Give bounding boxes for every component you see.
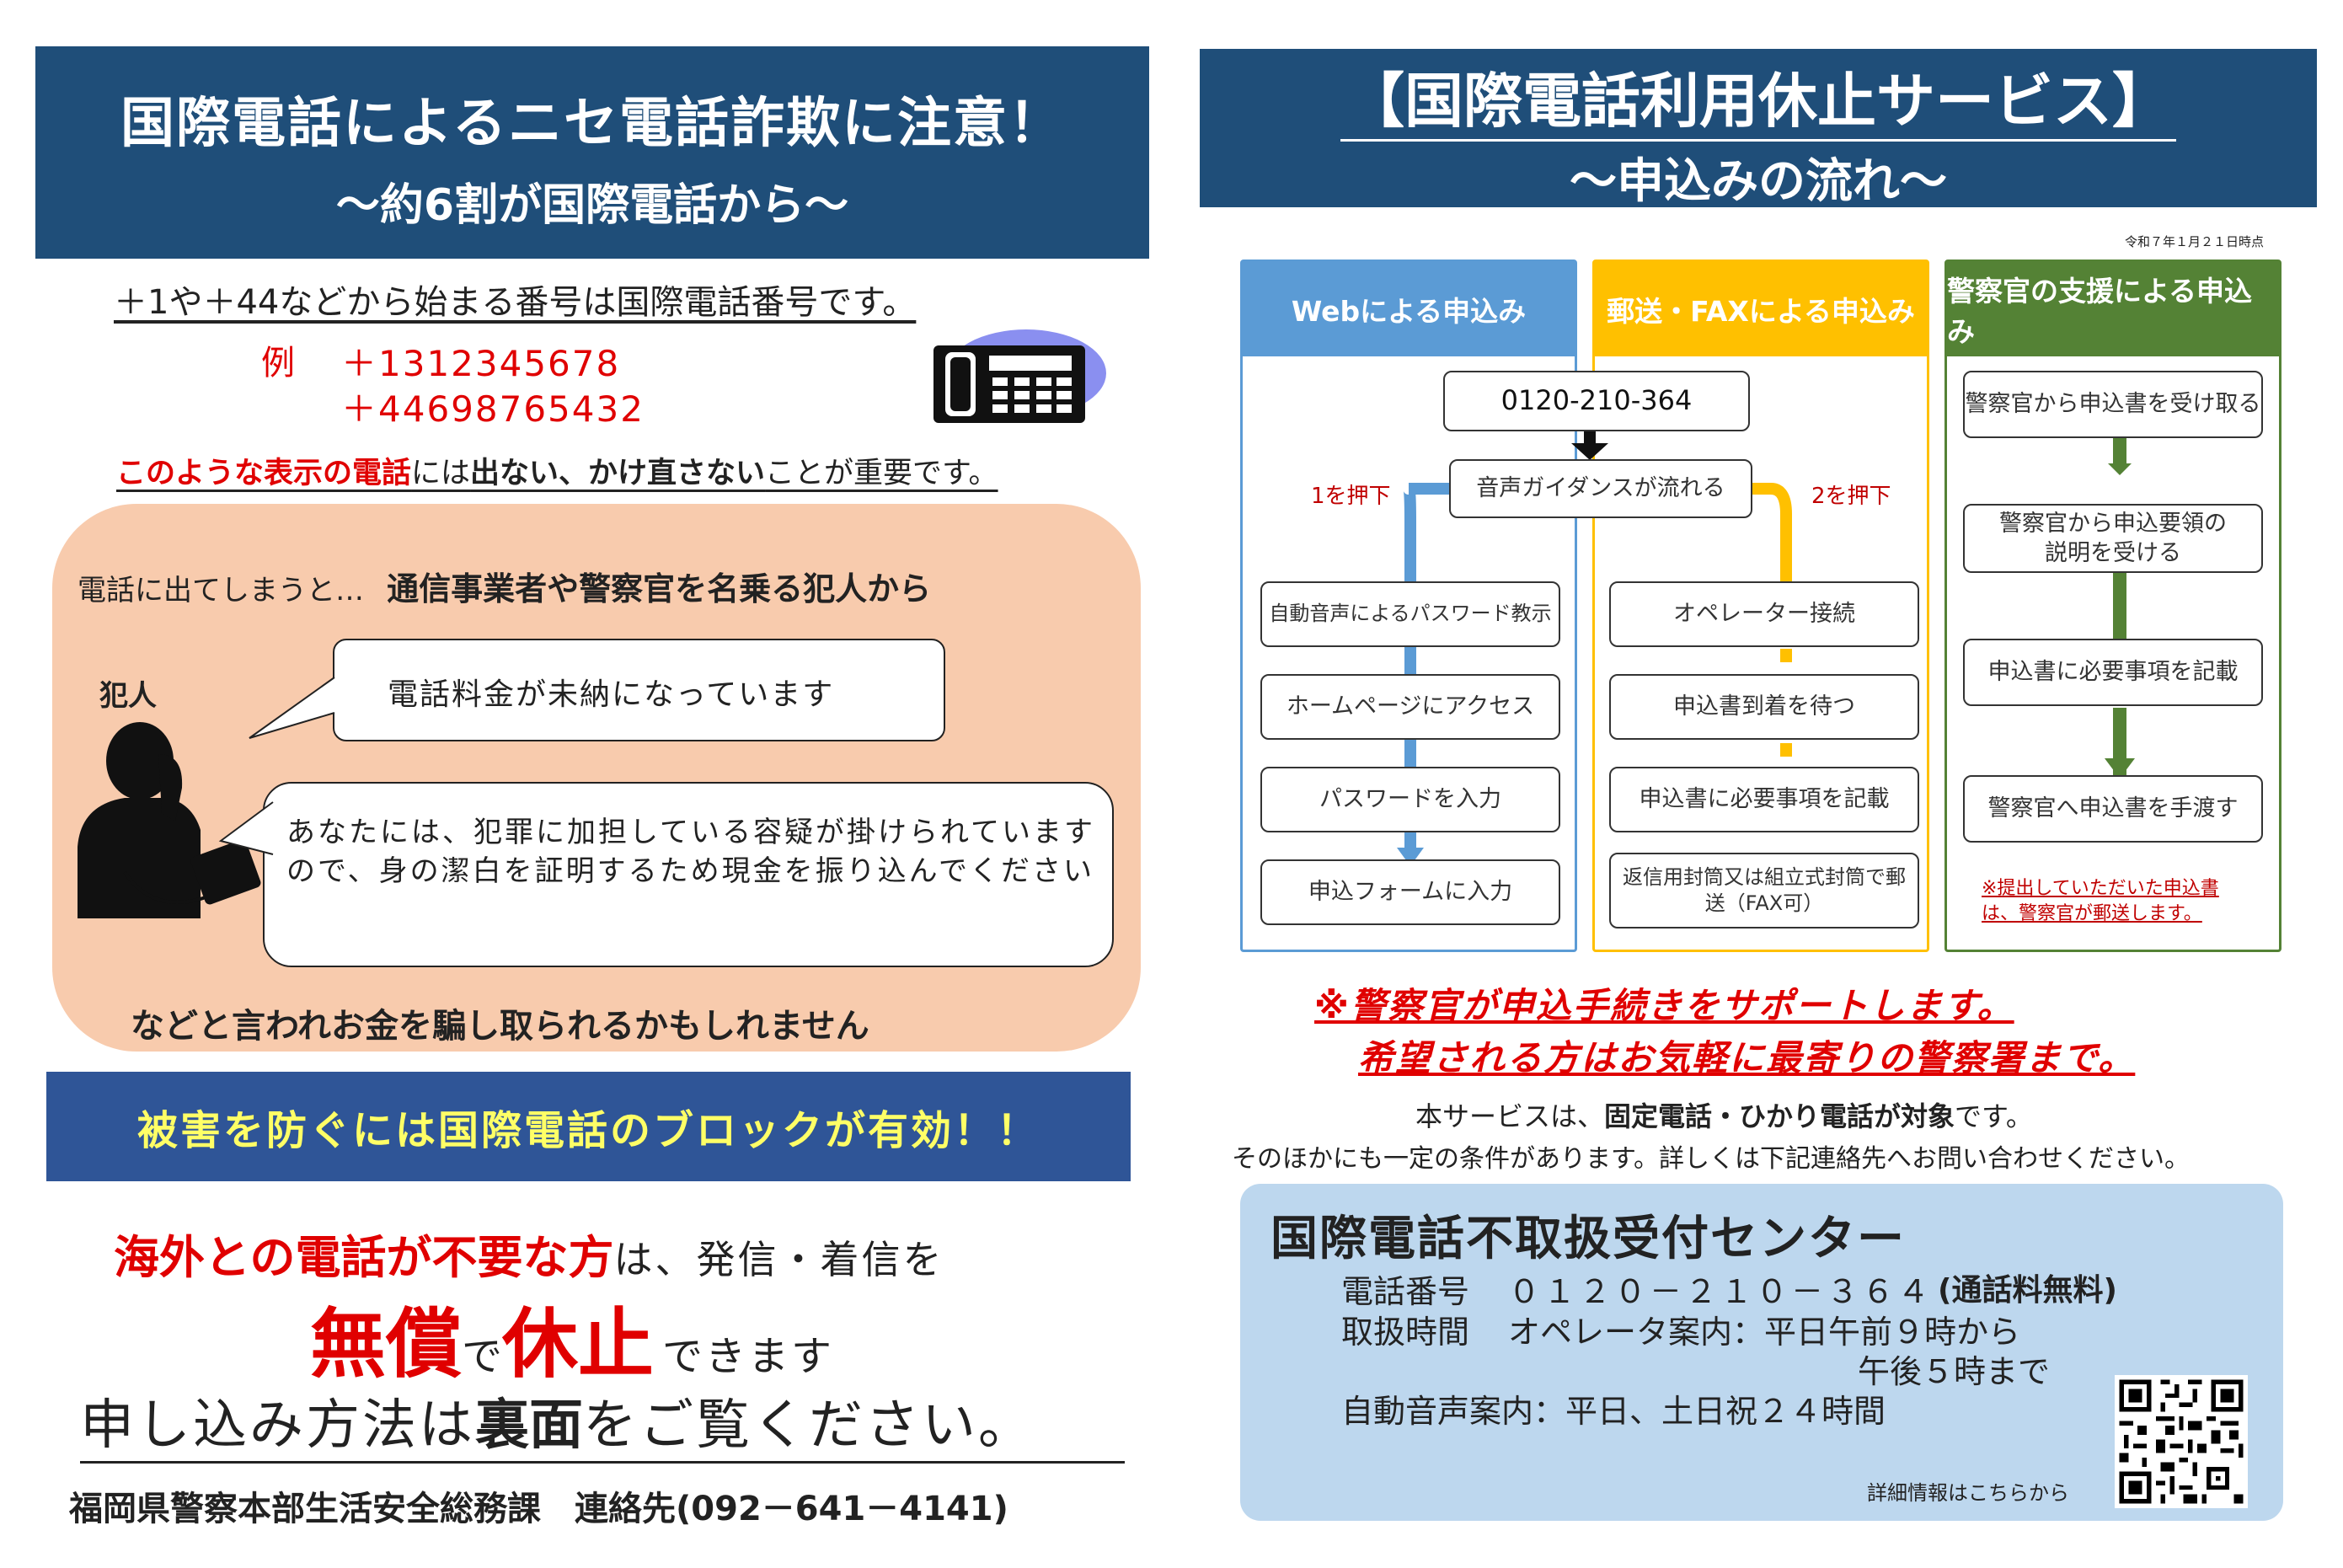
target-bold: 固定電話・ひかり電話が対象 — [1604, 1100, 1955, 1132]
warning-line: このような表示の電話には出ない、かけ直さないことが重要です。 — [116, 449, 998, 492]
scenario-lead-bold: 通信事業者や警察官を名乗る犯人から — [387, 570, 932, 607]
example-number-2: ＋44698765432 — [341, 388, 645, 430]
target-text-1: 本サービスは、 — [1415, 1100, 1605, 1132]
scenario-ending: などと言われお金を騙し取られるかもしれません — [131, 1007, 869, 1046]
see-back-text-2: をご覧ください。 — [583, 1394, 1035, 1457]
hours-operator: オペレータ案内：平日午前９時から — [1508, 1314, 2021, 1351]
column-police-title: 警察官の支援による申込み — [1947, 275, 2253, 348]
web-step-3: パスワードを入力 — [1260, 767, 1560, 832]
free-big-muryo: 無償 — [310, 1300, 462, 1389]
right-title: 【国際電話利用休止サービス】 — [1340, 54, 2176, 142]
right-subtitle: ～申込みの流れ～ — [1570, 154, 1947, 209]
mail-step-4: 返信用封筒又は組立式封筒で郵送（FAX可） — [1609, 853, 1919, 928]
scenario-lead: 電話に出てしまうと… 通信事業者や警察官を名乗る犯人から — [78, 563, 931, 609]
police-step-2: 警察官から申込要領の説明を受ける — [1963, 504, 2263, 573]
condition-line: そのほかにも一定の条件があります。詳しくは下記連絡先へお問い合わせください。 — [1232, 1144, 2190, 1174]
intro-text: ＋1や＋44などから始まる番号は国際電話番号です。 — [114, 283, 917, 322]
warning-end-text: ことが重要です。 — [765, 457, 998, 490]
column-police: 警察官の支援による申込み — [1944, 260, 2281, 952]
warning-bold-text: 出ない、かけ直さない — [470, 457, 766, 490]
flow-guidance-box: 音声ガイダンスが流れる — [1449, 459, 1752, 518]
see-back-bold: 裏面 — [475, 1394, 583, 1457]
right-header: 【国際電話利用休止サービス】 ～申込みの流れ～ — [1200, 49, 2317, 209]
date-note: 令和７年１月２１日時点 — [2125, 234, 2265, 249]
column-web-title: Webによる申込み — [1291, 295, 1527, 328]
tel-label: 電話番号 — [1341, 1273, 1470, 1310]
left-footer: 福岡県警察本部生活安全総務課 連絡先(092－641－4141) — [69, 1490, 1008, 1528]
center-info-box — [1240, 1184, 2283, 1521]
web-step-1: 自動音声によるパスワード教示 — [1260, 581, 1560, 647]
warning-mid-text: には — [411, 457, 471, 490]
target-text-2: です。 — [1955, 1100, 2033, 1132]
left-title: 国際電話によるニセ電話詐欺に注意！ — [120, 93, 1065, 155]
telephone-icon — [917, 327, 1110, 428]
see-back-line: 申し込み方法は裏面をご覧ください。 — [80, 1382, 1125, 1464]
criminal-silhouette-icon — [74, 720, 261, 918]
left-header: 国際電話によるニセ電話詐欺に注意！ ～約6割が国際電話から～ — [35, 46, 1149, 259]
hours-operator-2: 午後５時まで — [1858, 1353, 2051, 1390]
free-suspend-line: 海外との電話が不要な方は、発信・着信を — [114, 1220, 944, 1287]
qr-caption: 詳細情報はこちらから — [1867, 1481, 2069, 1505]
speech-bubble-1-text: 電話料金が未納になっています — [388, 677, 835, 712]
block-banner: 被害を防ぐには国際電話のブロックが有効！！ — [46, 1072, 1131, 1181]
column-mail-title: 郵送・FAXによる申込み — [1607, 295, 1915, 328]
support-note-1: ※警察官が申込手続きをサポートします。 — [1314, 985, 2014, 1026]
police-note: ※提出していただいた申込書は、警察官が郵送します。 — [1982, 878, 2219, 924]
speech-bubble-1-tail — [246, 674, 339, 745]
police-step-4: 警察官へ申込書を手渡す — [1963, 775, 2263, 843]
speech-bubble-2 — [263, 782, 1114, 967]
police-step-3: 申込書に必要事項を記載 — [1963, 639, 2263, 706]
free-suspend-red: 海外との電話が不要な方 — [114, 1231, 614, 1284]
free-big-dekimasu: できます — [662, 1333, 835, 1380]
column-web: Webによる申込み — [1240, 260, 1577, 952]
tel-free: (通話料無料) — [1938, 1273, 2117, 1308]
free-big-kyushi: 休止 — [502, 1300, 655, 1389]
block-banner-text: 被害を防ぐには国際電話のブロックが有効！！ — [136, 1107, 1040, 1154]
press-2-label: 2を押下 — [1811, 484, 1891, 509]
hours-label: 取扱時間 — [1341, 1314, 1470, 1351]
mail-step-3: 申込書に必要事項を記載 — [1609, 767, 1919, 832]
flow-arrows — [1240, 253, 2285, 930]
center-title: 国際電話不取扱受付センター — [1270, 1212, 1906, 1266]
press-1-label: 1を押下 — [1311, 484, 1391, 509]
target-line: 本サービスは、固定電話・ひかり電話が対象です。 — [1415, 1095, 2033, 1134]
free-big-de: で — [462, 1333, 503, 1380]
hours-auto: 自動音声案内：平日、土日祝２４時間 — [1341, 1393, 1886, 1430]
free-suspend-big: 無償で休止できます — [310, 1282, 834, 1392]
mail-step-1: オペレーター接続 — [1609, 581, 1919, 647]
scenario-lead-text: 電話に出てしまうと… — [78, 574, 364, 607]
column-mail: 郵送・FAXによる申込み — [1592, 260, 1929, 952]
police-step-1: 警察官から申込書を受け取る — [1963, 371, 2263, 438]
free-suspend-rest: は、発信・着信を — [613, 1237, 944, 1282]
mail-step-2: 申込書到着を待つ — [1609, 674, 1919, 740]
left-subtitle: ～約6割が国際電話から～ — [335, 180, 849, 231]
support-note-2: 希望される方はお気軽に最寄りの警察署まで。 — [1358, 1037, 2136, 1078]
speech-bubble-2-text: あなたには、犯罪に加担している容疑が掛けられていますので、身の潔白を証明するため… — [286, 816, 1095, 888]
tel-value: ０１２０－２１０－３６４ — [1508, 1273, 1934, 1310]
web-step-4: 申込フォームに入力 — [1260, 859, 1560, 925]
speech-bubble-1 — [333, 639, 945, 741]
example-label: 例 — [261, 344, 295, 383]
criminal-label: 犯人 — [99, 679, 157, 713]
warning-red-text: このような表示の電話 — [116, 457, 412, 490]
example-number-1: ＋1312345678 — [341, 343, 621, 384]
flow-phone-box: 0120-210-364 — [1443, 371, 1750, 431]
qr-code-icon[interactable] — [2115, 1375, 2248, 1508]
see-back-text-1: 申し込み方法は — [80, 1394, 475, 1457]
speech-bubble-2-tail — [217, 799, 276, 870]
web-step-2: ホームページにアクセス — [1260, 674, 1560, 740]
